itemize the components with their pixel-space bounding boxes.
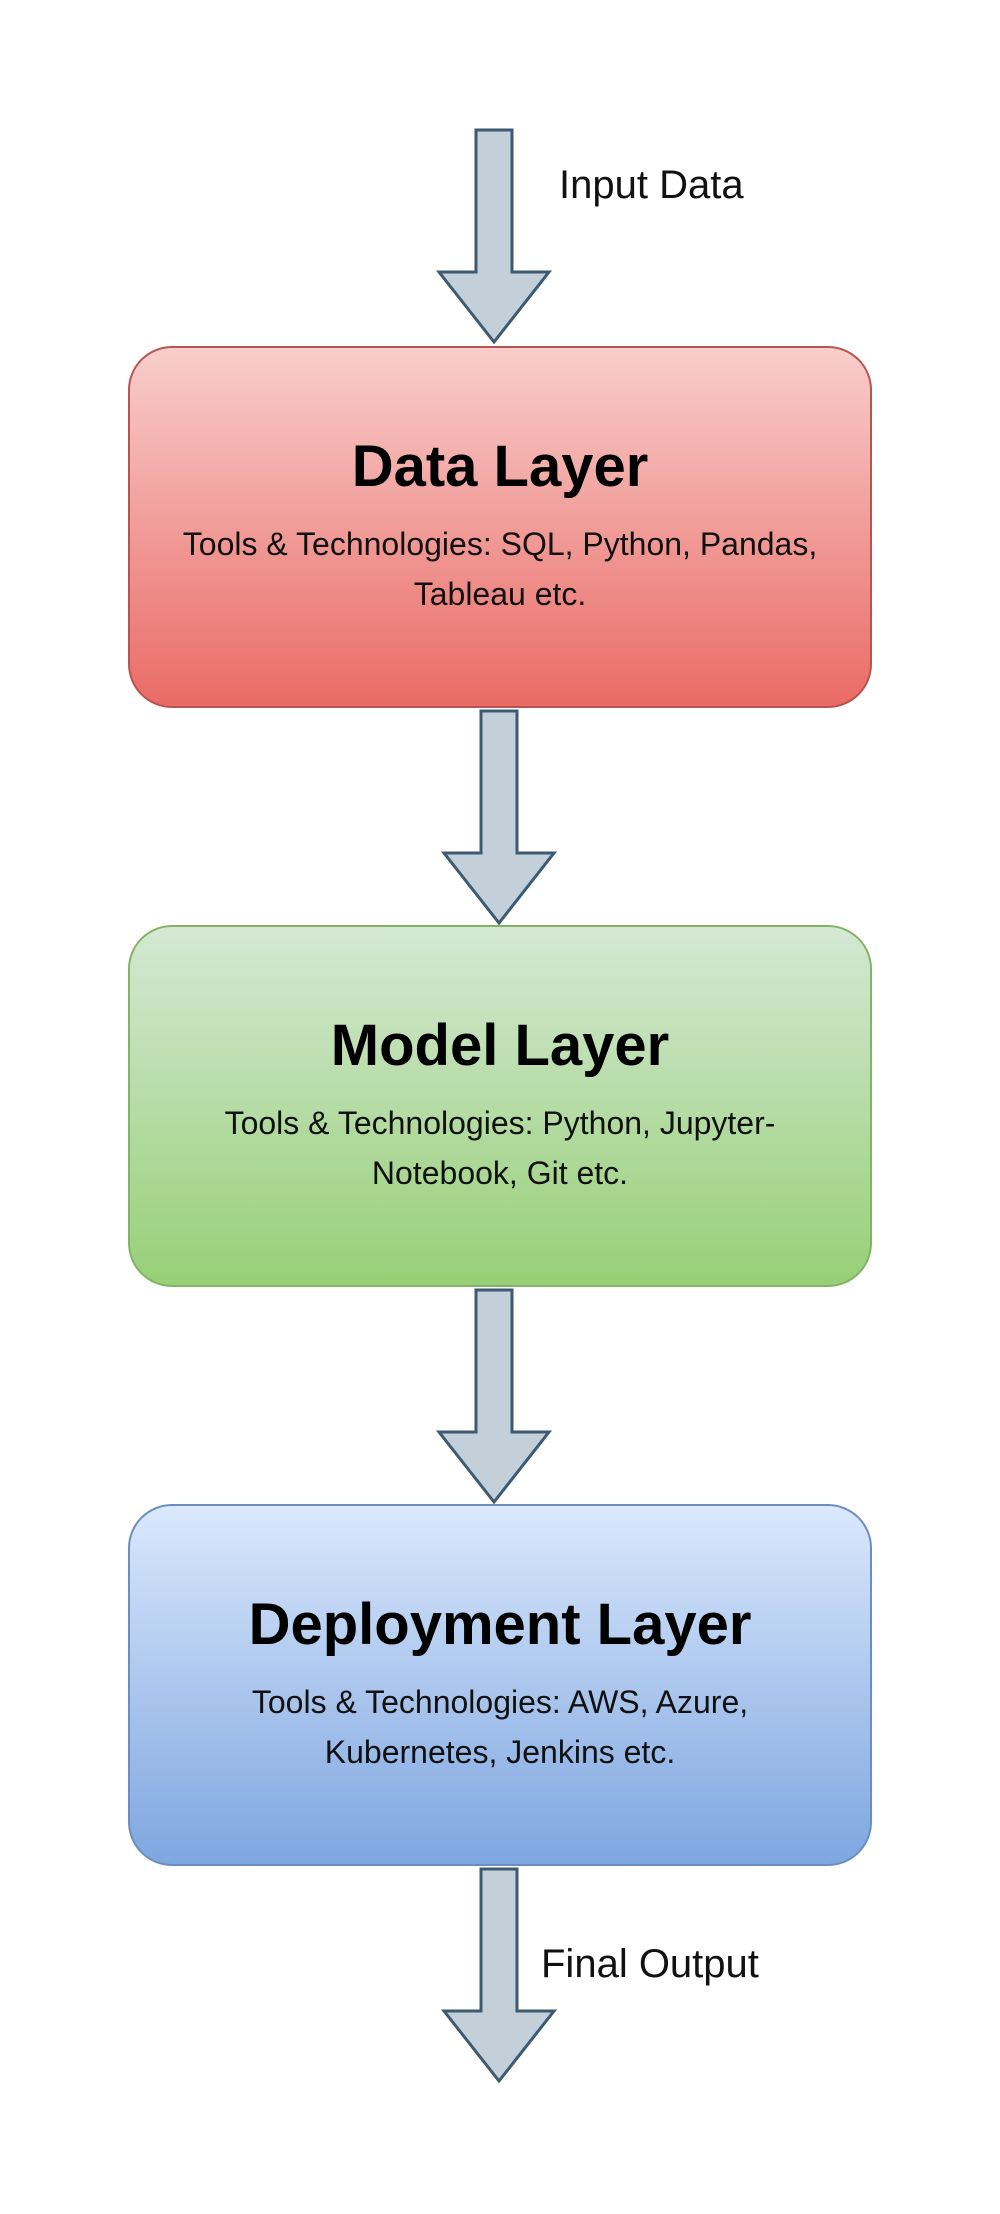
output-arrow-icon (440, 1867, 558, 2084)
input-data-label: Input Data (559, 163, 744, 207)
deployment-layer-description-line-2: Kubernetes, Jenkins etc. (324, 1733, 676, 1770)
model-layer-title: Model Layer (330, 1012, 670, 1078)
data-layer-description: Tools & Technologies: SQL, Python, Panda… (183, 520, 817, 619)
data-layer-description-line-1: Tools & Technologies: SQL, Python, Panda… (182, 526, 818, 563)
data-layer-box: Data Layer Tools & Technologies: SQL, Py… (128, 346, 872, 708)
deployment-layer-title: Deployment Layer (248, 1591, 752, 1657)
deployment-layer-description-line-1: Tools & Technologies: AWS, Azure, (251, 1684, 749, 1721)
model-layer-description-line-2: Notebook, Git etc. (371, 1154, 629, 1191)
model-layer-description-line-1: Tools & Technologies: Python, Jupyter- (224, 1105, 776, 1142)
data-layer-description-line-2: Tableau etc. (413, 575, 587, 612)
data-layer-title: Data Layer (351, 433, 649, 499)
input-arrow-icon (435, 128, 553, 345)
model-layer-box: Model Layer Tools & Technologies: Python… (128, 925, 872, 1287)
final-output-label: Final Output (541, 1942, 759, 1986)
deployment-layer-box: Deployment Layer Tools & Technologies: A… (128, 1504, 872, 1866)
model-to-deployment-arrow-icon (435, 1288, 553, 1505)
model-layer-description: Tools & Technologies: Python, Jupyter- N… (225, 1099, 776, 1198)
data-to-model-arrow-icon (440, 709, 558, 926)
deployment-layer-description: Tools & Technologies: AWS, Azure, Kubern… (252, 1678, 748, 1777)
